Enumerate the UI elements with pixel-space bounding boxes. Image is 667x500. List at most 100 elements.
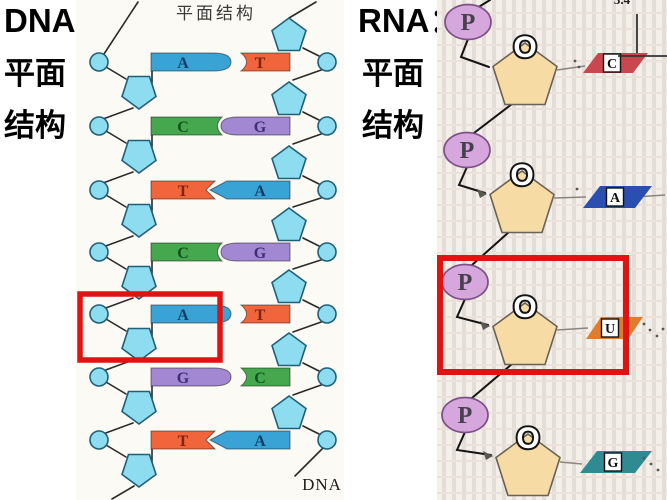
deoxyribose-pentagon <box>271 81 307 116</box>
base-label-box <box>603 452 623 472</box>
base-bar-left <box>150 367 232 387</box>
dna-base-pair-4: C G <box>150 242 291 262</box>
base-letter-right: A <box>254 183 266 200</box>
base-bar-left <box>150 180 217 200</box>
base-bar-left <box>150 242 224 262</box>
base-letter: C <box>607 57 617 72</box>
ribose-pentagon <box>489 170 555 234</box>
corner-fragment-text: 3.4 <box>614 0 631 7</box>
base-letter-right: C <box>254 370 266 387</box>
deoxyribose-pentagon <box>121 203 157 238</box>
deoxyribose-pentagon <box>271 17 307 52</box>
phosphate-group <box>444 3 492 41</box>
rna-nucleotide-2: P O A <box>443 131 666 234</box>
base-letter-left: A <box>177 55 189 72</box>
base-label-box <box>605 187 625 207</box>
dna-base-pair-6: G C <box>150 367 291 387</box>
base-letter-left: C <box>177 245 189 262</box>
base-letter-left: T <box>178 183 189 200</box>
deoxyribose-pentagon <box>271 395 307 430</box>
phosphate-circle <box>317 430 337 450</box>
rna-highlight-box <box>437 255 629 375</box>
deoxyribose-pentagon <box>121 327 157 362</box>
deoxyribose-pentagon <box>271 145 307 180</box>
oxygen-atom: O <box>516 422 539 455</box>
dna-subheading-1: 平面 <box>4 56 66 91</box>
dna-right-strand <box>271 1 337 477</box>
phosphate-letter: P <box>460 138 475 164</box>
oxygen-atom: O <box>510 159 533 192</box>
dna-diagram-title: 平面结构 <box>176 4 256 23</box>
dna-base-pair-2: C G <box>150 116 291 136</box>
base-letter-right: G <box>254 245 267 262</box>
phosphate-circle <box>89 304 109 324</box>
deoxyribose-pentagon <box>121 265 157 300</box>
rna-subheading-1: 平面 <box>362 56 424 91</box>
base-bar-right <box>220 116 291 136</box>
base-bar-right <box>220 242 291 262</box>
phosphate-circle <box>317 367 337 387</box>
phosphate-circle <box>317 242 337 262</box>
phosphate-circle <box>317 52 337 72</box>
base-bar-left <box>150 430 217 450</box>
phosphate-letter: P <box>458 403 473 429</box>
dna-highlight-box <box>77 291 223 363</box>
dna-base-pair-5: A T <box>150 304 291 324</box>
base-letter: G <box>608 456 619 471</box>
phosphate-circle <box>89 430 109 450</box>
dna-left-strand <box>89 1 157 500</box>
phosphate-circle <box>89 367 109 387</box>
base-bar-right <box>208 430 291 450</box>
phosphate-circle <box>317 180 337 200</box>
base-letter-right: A <box>254 433 266 450</box>
base-letter: A <box>610 191 621 206</box>
base-label-box <box>602 53 622 73</box>
phosphate-circle <box>317 304 337 324</box>
phosphate-circle <box>317 116 337 136</box>
dna-subheading-2: 结构 <box>4 108 66 143</box>
deoxyribose-pentagon <box>121 390 157 425</box>
deoxyribose-pentagon <box>271 207 307 242</box>
phosphate-circle <box>89 180 109 200</box>
dna-base-pair-7: T A <box>150 430 291 450</box>
scan-annotation: 3.4 <box>614 0 667 57</box>
deoxyribose-pentagon <box>121 75 157 110</box>
ribose-pentagon <box>495 433 561 497</box>
ribose-pentagon <box>492 302 558 366</box>
phosphate-circle <box>89 52 109 72</box>
oxygen-atom: O <box>513 31 536 64</box>
base-letter-left: G <box>177 370 190 387</box>
deoxyribose-pentagon <box>121 139 157 174</box>
rna-nucleotide-4: P O G <box>441 396 660 497</box>
phosphate-group <box>443 131 491 169</box>
oxygen-atom: O <box>513 291 536 324</box>
dna-base-pair-1: A T <box>150 52 291 72</box>
base-bar-right <box>208 180 291 200</box>
phosphate-letter: P <box>458 270 473 296</box>
base-letter-left: T <box>178 433 189 450</box>
deoxyribose-pentagon <box>271 269 307 304</box>
base-bar-left <box>150 52 232 72</box>
phosphate-circle <box>89 242 109 262</box>
base-letter: U <box>605 322 615 337</box>
dna-footer-label: DNA <box>302 475 342 494</box>
rna-subheading-2: 结构 <box>362 108 424 143</box>
base-letter-right: G <box>254 119 267 136</box>
base-letter-left: A <box>177 307 189 324</box>
base-bar-left <box>150 116 224 136</box>
deoxyribose-pentagon <box>271 332 307 367</box>
ribose-pentagon <box>492 42 558 106</box>
deoxyribose-pentagon <box>121 453 157 488</box>
dna-diagram: 平面结构 <box>76 0 344 500</box>
base-letter-right: T <box>255 55 266 72</box>
base-bar-right <box>239 367 291 387</box>
base-letter-left: C <box>177 119 189 136</box>
phosphate-letter: P <box>461 10 476 36</box>
dna-base-pair-3: T A <box>150 180 291 200</box>
phosphate-circle <box>89 116 109 136</box>
phosphate-group <box>441 396 489 434</box>
base-label-box <box>600 318 620 338</box>
base-bar-right <box>239 304 291 324</box>
rna-nucleotide-1: P O C <box>444 3 648 106</box>
